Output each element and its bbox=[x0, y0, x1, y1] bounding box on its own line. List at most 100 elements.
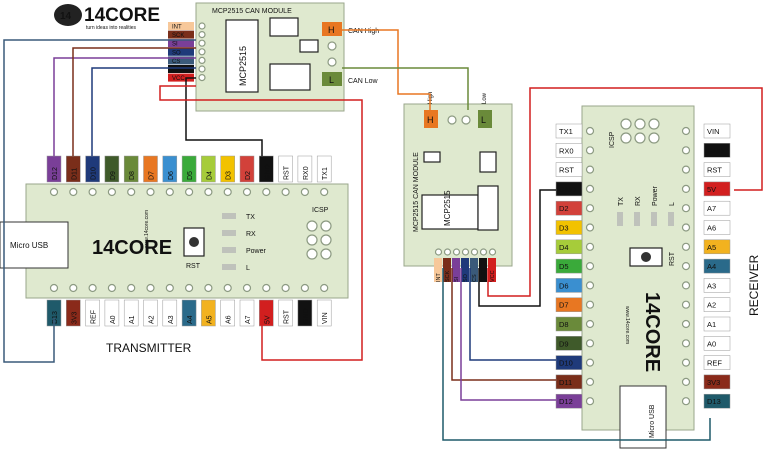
receiver-right-pin-label: 3V3 bbox=[707, 378, 720, 387]
right-module-pin-label: VCC bbox=[490, 270, 496, 282]
logo-text: 14CORE bbox=[84, 5, 160, 26]
transmitter-top-pin-hole bbox=[146, 187, 155, 197]
top-module-h-label: H bbox=[328, 25, 335, 35]
transmitter-top-pin-hole bbox=[281, 187, 290, 197]
transmitter-top-pin-label: D2 bbox=[245, 171, 252, 180]
receiver-left-pin-hole bbox=[585, 262, 595, 271]
top-module-pin-label: SI bbox=[172, 42, 178, 48]
right-module-pin-hole bbox=[443, 248, 452, 256]
receiver-left-pin-label: D3 bbox=[559, 224, 569, 233]
transmitter-top-pin-hole bbox=[204, 187, 213, 197]
receiver-left-pin-rst bbox=[555, 162, 583, 177]
logo-badge-text: 14 bbox=[60, 11, 72, 22]
receiver-right-pin-label: REF bbox=[707, 359, 722, 368]
right-module-pin-cs bbox=[470, 258, 478, 282]
receiver-right-pin-hole bbox=[681, 126, 691, 136]
receiver-right-pin-hole bbox=[681, 146, 691, 155]
transmitter-bottom-pin-a6 bbox=[220, 299, 235, 327]
right-module-pin-hole bbox=[470, 248, 479, 256]
receiver-led-label: RX bbox=[635, 196, 642, 206]
receiver-left-pin-hole bbox=[585, 204, 595, 213]
transmitter-top-pin-hole bbox=[127, 187, 136, 197]
right-can-module: MCP2515 CAN MODULE MCP2515 High Low H L … bbox=[403, 92, 513, 282]
transmitter-bottom-pin-a3 bbox=[162, 299, 178, 327]
transmitter-bottom-pin-hole bbox=[88, 283, 97, 293]
receiver-left-pin-label: D5 bbox=[559, 262, 569, 271]
wire-rx-gnd bbox=[478, 189, 556, 307]
receiver-left-pin-label: D7 bbox=[559, 301, 569, 310]
receiver-left-pin-d5 bbox=[555, 258, 583, 274]
receiver-left-pin-d11 bbox=[555, 374, 583, 390]
receiver-left-pin-hole bbox=[585, 319, 595, 329]
receiver-right-pin-a5 bbox=[703, 239, 731, 255]
transmitter-top-pin-d2 bbox=[239, 155, 255, 183]
transmitter-bottom-pin-label: A2 bbox=[149, 315, 156, 324]
receiver-left-pin-gnd bbox=[555, 181, 583, 197]
transmitter-top-pin-d6 bbox=[162, 155, 178, 183]
receiver-left-pin-label: RST bbox=[559, 166, 574, 175]
receiver-right-pin-vin bbox=[703, 123, 731, 139]
receiver-led-label: TX bbox=[618, 197, 625, 206]
receiver-right-pin-label: A7 bbox=[707, 204, 716, 213]
transmitter-bottom-pin-a4 bbox=[181, 299, 197, 327]
transmitter-bottom-pin-a5 bbox=[201, 299, 216, 327]
wire-tx-5v bbox=[159, 85, 363, 361]
transmitter-bottom-pin-5v bbox=[259, 299, 274, 327]
wire-tx-d11-sck bbox=[72, 47, 196, 156]
receiver-left-pin-hole bbox=[585, 281, 595, 290]
transmitter-top-pin-d3 bbox=[220, 155, 235, 183]
transmitter-top-pin-hole bbox=[49, 187, 59, 197]
transmitter-bottom-pin-hole bbox=[49, 283, 59, 293]
transmitter-icsp-label: ICSP bbox=[312, 207, 329, 214]
right-module-pin-vcc bbox=[488, 258, 496, 282]
receiver-right-pin-label: VIN bbox=[707, 127, 720, 136]
top-module-pin-int bbox=[168, 22, 194, 30]
transmitter-bottom-pin-hole bbox=[165, 283, 174, 293]
receiver-left-pin-label: D4 bbox=[559, 243, 569, 252]
receiver-left-pin-d6 bbox=[555, 278, 583, 293]
transmitter-top-pin-label: D10 bbox=[91, 167, 98, 180]
top-module-pin-hole bbox=[198, 48, 206, 56]
top-module-pin-gnd bbox=[168, 65, 194, 73]
receiver-left-pin-d3 bbox=[555, 220, 583, 235]
receiver-left-pin-hole bbox=[585, 358, 595, 367]
transmitter-usb-label: Micro USB bbox=[10, 241, 48, 250]
wires bbox=[3, 29, 763, 441]
transmitter-top-pin-rx0 bbox=[297, 155, 313, 183]
transmitter-bottom-pin-hole bbox=[223, 283, 232, 293]
transmitter-bottom-pin-a1 bbox=[123, 299, 139, 327]
transmitter-bottom-pin-label: GND bbox=[303, 308, 310, 324]
top-module-pin-label: SO bbox=[172, 50, 181, 56]
right-module-pin-hole bbox=[488, 248, 497, 256]
top-module-l-terminal bbox=[322, 72, 342, 86]
transmitter-top-pin-hole bbox=[107, 187, 117, 197]
receiver-right-pin-gnd bbox=[703, 143, 731, 158]
receiver-led-label: Power bbox=[652, 185, 659, 206]
top-module-pin-sck bbox=[168, 30, 194, 39]
right-module-high-label: High bbox=[428, 92, 434, 104]
transmitter-bottom-pin-hole bbox=[69, 283, 78, 293]
receiver-usb-port bbox=[619, 385, 667, 449]
transmitter-led-label: L bbox=[246, 265, 250, 272]
receiver-left-pin-hole bbox=[585, 146, 595, 155]
top-module-pin-label: SCK bbox=[172, 33, 184, 39]
transmitter-top-pin-hole bbox=[223, 187, 232, 197]
right-module-pin-hole bbox=[452, 248, 461, 256]
top-module-pin-si bbox=[168, 39, 194, 48]
right-module-screw-2 bbox=[461, 115, 471, 125]
right-module-h-label: H bbox=[427, 115, 434, 125]
transmitter-bottom-pin-hole bbox=[204, 283, 213, 293]
top-module-pin-hole bbox=[198, 22, 206, 30]
receiver-right-pin-ref bbox=[703, 355, 731, 370]
transmitter-bottom-pin-a7 bbox=[239, 299, 255, 327]
transmitter-bottom-pin-label: A5 bbox=[206, 315, 213, 324]
transmitter-top-pin-label: D12 bbox=[52, 167, 59, 180]
transmitter-top-pin-tx1 bbox=[316, 155, 332, 183]
transmitter-bottom-pin-label: D13 bbox=[52, 311, 59, 324]
transmitter-top-pin-d4 bbox=[201, 155, 216, 183]
transmitter-led-l bbox=[222, 264, 236, 270]
receiver-right-pin-label: A3 bbox=[707, 281, 716, 290]
transmitter-top-pin-hole bbox=[165, 187, 174, 197]
receiver-right-pin-a7 bbox=[703, 200, 731, 216]
transmitter-top-pin-rst bbox=[278, 155, 293, 183]
